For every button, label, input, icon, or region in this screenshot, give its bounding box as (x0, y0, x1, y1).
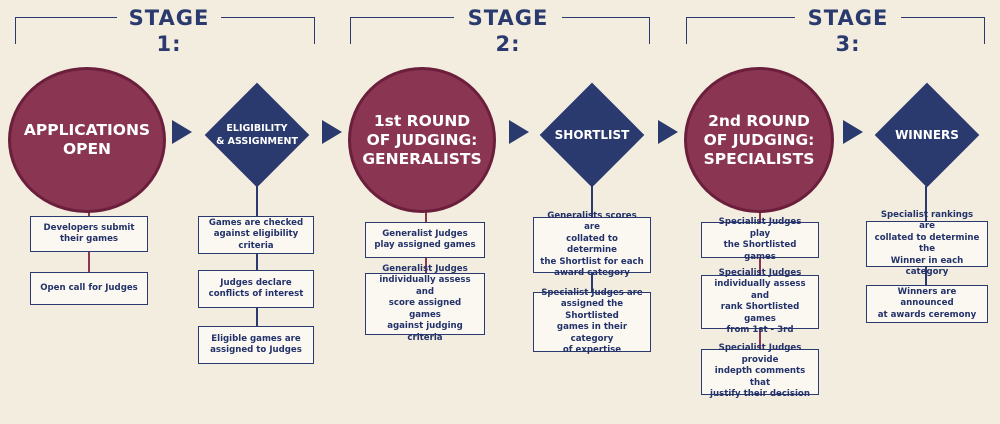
specialist-comments-box: Specialist Judges provide indepth commen… (701, 343, 819, 399)
flow-arrow-3 (509, 120, 529, 144)
open-call-judges-box: Open call for Judges (30, 272, 148, 305)
generalist-assess-box: Generalist Judges individually assess an… (365, 264, 485, 343)
generalists-scores-box: Generalists scores are collated to deter… (533, 211, 651, 278)
generalist-play-box: Generalist Judges play assigned games (365, 222, 485, 258)
stage-3-title: STAGE 3: (807, 6, 889, 56)
eligibility-node: ELIGIBILITY & ASSIGNMENT (204, 82, 310, 188)
stage-1-title: STAGE 1: (128, 6, 210, 56)
flow-arrow-5 (843, 120, 863, 144)
applications-open-node: APPLICATIONS OPEN (8, 67, 166, 213)
shortlist-label: SHORTLIST (554, 128, 630, 142)
specialist-rank-box: Specialist Judges individually assess an… (701, 268, 819, 335)
specialist-rankings-box: Specialist rankings are collated to dete… (866, 210, 988, 277)
specialist-play-box: Specialist Judges play the Shortlisted g… (701, 217, 819, 262)
games-checked-box: Games are checked against eligibility cr… (198, 216, 314, 254)
winners-node: WINNERS (874, 82, 980, 188)
eligibility-label: ELIGIBILITY & ASSIGNMENT (216, 123, 298, 147)
flow-arrow-1 (172, 120, 192, 144)
winners-announced-box: Winners are announced at awards ceremony (866, 285, 988, 323)
winners-label: WINNERS (895, 128, 959, 142)
flow-arrow-2 (322, 120, 342, 144)
judges-declare-box: Judges declare conflicts of interest (198, 270, 314, 308)
first-round-node: 1st ROUND OF JUDGING: GENERALISTS (348, 67, 496, 213)
developers-submit-box: Developers submit their games (30, 216, 148, 252)
flow-arrow-4 (658, 120, 678, 144)
stage-2-title: STAGE 2: (467, 6, 549, 56)
specialist-assigned-box: Specialist Judges are assigned the Short… (533, 288, 651, 355)
shortlist-node: SHORTLIST (539, 82, 645, 188)
second-round-node: 2nd ROUND OF JUDGING: SPECIALISTS (684, 67, 834, 213)
eligible-games-box: Eligible games are assigned to Judges (198, 326, 314, 364)
